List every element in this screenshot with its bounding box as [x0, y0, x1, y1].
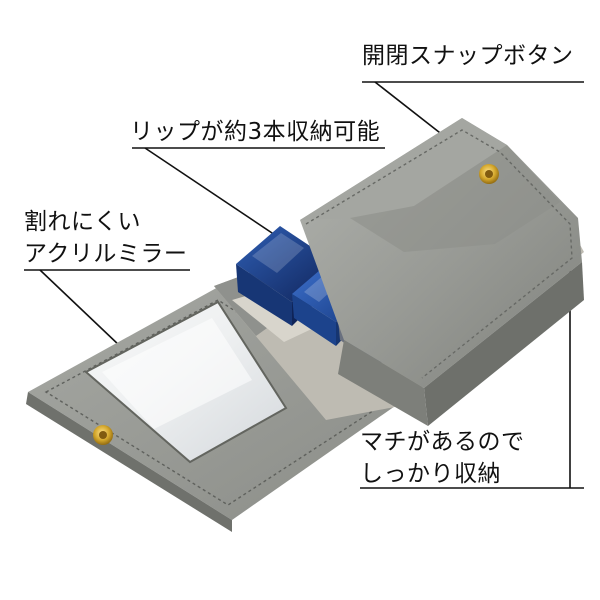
- lipstick-capacity-callout-text: リップが約3本収納可能: [130, 119, 381, 145]
- mirror-callout: 割れにくい アクリルミラー: [24, 206, 187, 270]
- mirror-callout-line-1: 割れにくい: [24, 209, 142, 235]
- gusset-callout-line-2: しっかり収納: [360, 461, 501, 487]
- snap-button-callout-text: 開閉スナップボタン: [362, 43, 574, 69]
- case-back-and-flap: [300, 118, 584, 426]
- lipstick-capacity-callout: リップが約3本収納可能: [130, 116, 380, 148]
- mirror-callout-line-2: アクリルミラー: [24, 241, 188, 267]
- snap-button-callout: 開閉スナップボタン: [362, 40, 574, 72]
- gusset-callout-line-1: マチがあるので: [360, 429, 525, 455]
- lip-callout-pointer: [144, 147, 291, 246]
- callout-lines: [24, 81, 584, 489]
- gusset-callout: マチがあるので しっかり収納: [360, 426, 525, 490]
